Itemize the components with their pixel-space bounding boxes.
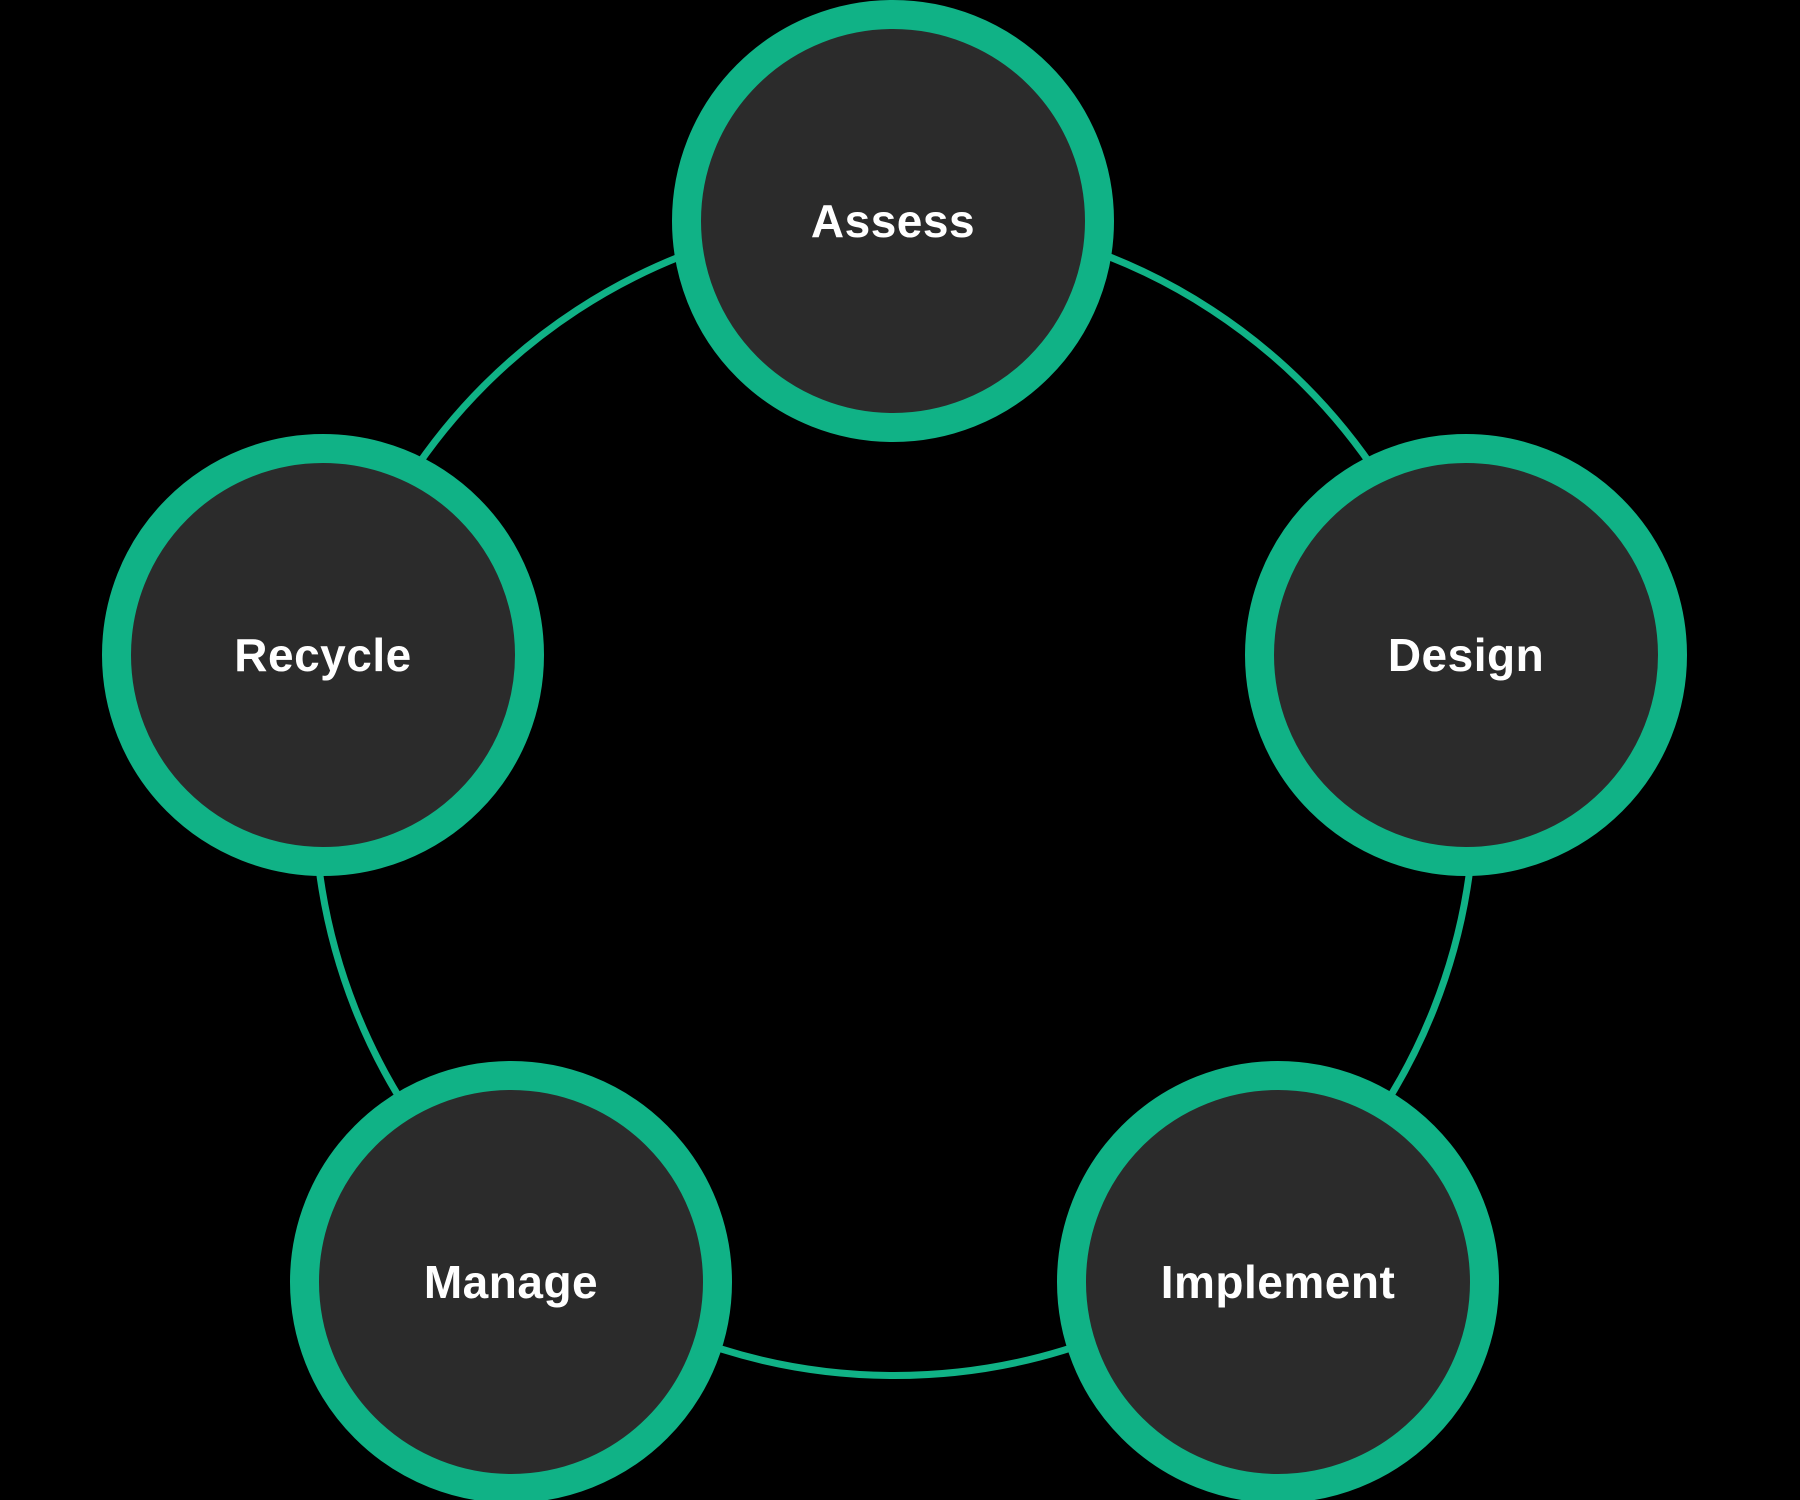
node-design: Design <box>1245 434 1687 876</box>
node-design-label: Design <box>1387 629 1545 681</box>
node-recycle-label: Recycle <box>234 629 412 681</box>
node-manage: Manage <box>290 1061 732 1500</box>
node-assess-label: Assess <box>810 195 976 247</box>
node-manage-label: Manage <box>423 1256 599 1308</box>
node-implement: Implement <box>1057 1061 1499 1500</box>
node-implement-label: Implement <box>1160 1256 1396 1308</box>
node-assess: Assess <box>672 0 1114 442</box>
node-recycle: Recycle <box>102 434 544 876</box>
